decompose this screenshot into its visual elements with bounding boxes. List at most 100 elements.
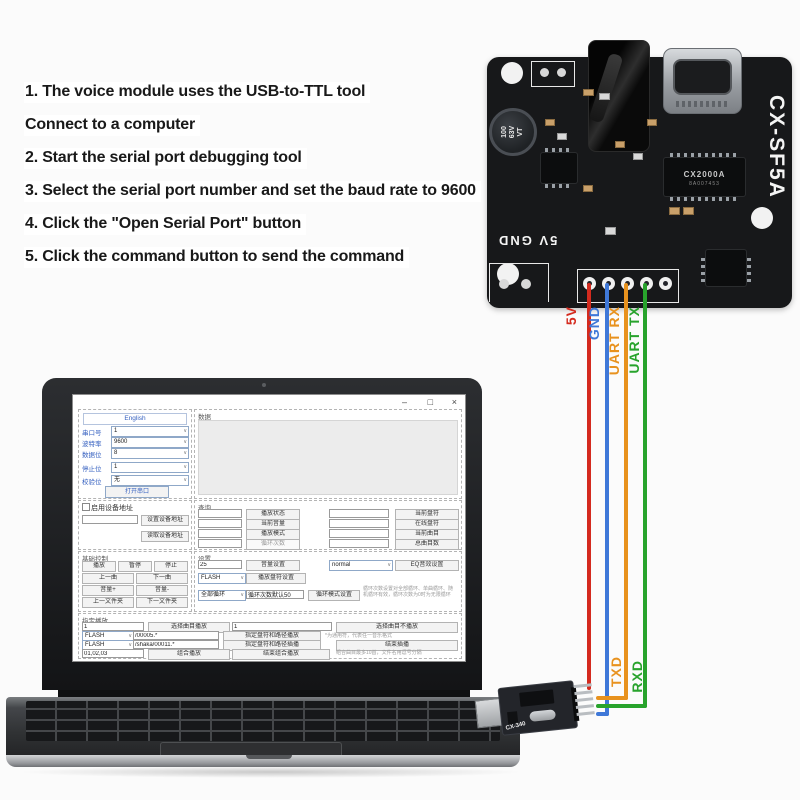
smd-component	[683, 207, 694, 215]
track-number-input-2[interactable]	[232, 622, 332, 631]
current-track-field[interactable]	[329, 529, 389, 538]
total-tracks-field[interactable]	[329, 539, 389, 548]
ch340-chip	[519, 689, 555, 707]
prev-folder-button[interactable]: 上一文件夹	[82, 597, 134, 608]
insert-path-input[interactable]	[133, 640, 219, 649]
loop-count-field[interactable]	[198, 539, 242, 548]
loop-hint-text: 循环次数设置对全部循环、单曲循环、随机循环有效，循环次数为0时为无限循环	[363, 586, 454, 599]
silkscreen-box	[531, 61, 575, 87]
eq-select[interactable]: normal∨	[329, 560, 393, 571]
smd-component	[583, 89, 594, 96]
drive-setting-button[interactable]: 播放盘符设置	[246, 573, 306, 584]
open-serial-port-button[interactable]: 打开串口	[105, 486, 169, 498]
next-track-button[interactable]: 下一曲	[136, 573, 188, 584]
laptop-shadow	[18, 766, 524, 778]
smd-component	[599, 93, 610, 100]
enable-device-address-label: 启用设备地址	[91, 505, 133, 512]
board-model-label: CX-SF5A	[765, 95, 788, 199]
serial-settings-panel: English 串口号 1∨ 波特率 9600∨ 数据位 8∨ 停止位	[78, 409, 192, 499]
volume-down-button[interactable]: 音量-	[136, 585, 188, 596]
mounting-hole	[751, 207, 773, 229]
query-loop-count-button[interactable]: 循环次数	[246, 539, 300, 550]
field-label-stopbits: 停止位	[82, 466, 102, 473]
pad-spare	[659, 277, 672, 290]
wire-uart-tx	[596, 704, 647, 708]
chevron-down-icon: ∨	[387, 562, 391, 568]
maximize-icon[interactable]: □	[427, 397, 433, 407]
stopbits-select[interactable]: 1∨	[111, 462, 189, 473]
query-panel: 查询 播放状态 当前音量 播放模式 循环次数 当前盘符 在线盘符 当前曲目 总曲…	[194, 500, 462, 550]
play-button[interactable]: 播放	[82, 561, 116, 572]
port-select[interactable]: 1∨	[111, 426, 189, 437]
capacitor-label: 100 63V VT	[501, 125, 524, 139]
wire-gnd	[605, 283, 609, 716]
smd-component	[669, 207, 680, 215]
chevron-down-icon: ∨	[240, 592, 244, 598]
device-address-input[interactable]	[82, 515, 138, 524]
instruction-step-1: 1. The voice module uses the USB-to-TTL …	[24, 82, 481, 103]
current-volume-field[interactable]	[198, 519, 242, 528]
small-hole	[540, 68, 549, 77]
close-icon[interactable]: ×	[451, 397, 457, 407]
prev-track-button[interactable]: 上一曲	[82, 573, 134, 584]
loop-mode-select[interactable]: 全部循环∨	[198, 590, 246, 601]
adapter-pin	[575, 697, 594, 703]
minimize-icon[interactable]: –	[401, 397, 407, 407]
current-drive-field[interactable]	[329, 509, 389, 518]
instruction-step-1b: Connect to a computer	[24, 115, 481, 136]
online-drive-field[interactable]	[329, 519, 389, 528]
adapter-body: CX-340	[497, 680, 580, 736]
volume-setting-input[interactable]	[198, 560, 242, 569]
end-combo-play-button[interactable]: 结束组合播放	[232, 649, 330, 660]
smd-component	[545, 119, 555, 126]
databits-select[interactable]: 8∨	[111, 448, 189, 459]
play-mode-field[interactable]	[198, 529, 242, 538]
amplifier-chip	[541, 148, 577, 188]
adapter-pin	[573, 683, 592, 689]
crystal-oscillator	[529, 709, 557, 722]
english-link[interactable]: English	[83, 413, 187, 425]
settings-panel: 设置 音量设置 normal∨ EQ音效设置 FLASH∨ 播放盘符设置 全部循…	[194, 551, 462, 612]
end-insert-button[interactable]: 结束插播	[336, 640, 458, 651]
chevron-down-icon: ∨	[183, 464, 187, 470]
parity-select[interactable]: 无∨	[111, 475, 189, 486]
read-device-address-button[interactable]: 读取设备地址	[141, 531, 189, 542]
eq-setting-button[interactable]: EQ音效设置	[395, 560, 459, 571]
query-total-tracks-button[interactable]: 总曲目数	[395, 539, 459, 550]
stop-button[interactable]: 停止	[154, 561, 188, 572]
set-device-address-button[interactable]: 设置设备地址	[141, 515, 189, 526]
play-status-field[interactable]	[198, 509, 242, 518]
volume-up-button[interactable]: 音量+	[82, 585, 134, 596]
flash-chip	[701, 250, 751, 286]
drive-select[interactable]: FLASH∨	[198, 573, 246, 584]
smd-component	[583, 185, 593, 192]
field-label-port: 串口号	[82, 430, 102, 437]
laptop-front-edge	[6, 755, 520, 767]
loop-mode-setting-button[interactable]: 循环模式设置	[308, 590, 360, 601]
label-uart-rx: UART RX	[606, 306, 622, 376]
wire-uart-rx	[624, 283, 628, 700]
volume-setting-button[interactable]: 音量设置	[246, 560, 300, 571]
instruction-step-5: 5. Click the command button to send the …	[24, 247, 481, 268]
loop-count-input[interactable]	[246, 590, 304, 599]
combo-tracks-input[interactable]	[82, 649, 144, 658]
select-track-noplay-button[interactable]: 选择曲目不播放	[336, 622, 458, 633]
baud-select[interactable]: 9600∨	[111, 437, 189, 448]
track-number-input[interactable]	[82, 622, 144, 631]
small-hole	[499, 279, 509, 289]
next-folder-button[interactable]: 下一文件夹	[136, 597, 188, 608]
smd-component	[557, 133, 567, 140]
label-gnd: GND	[586, 306, 602, 341]
field-label-parity: 校验位	[82, 479, 102, 486]
wire-gnd	[596, 712, 609, 716]
label-uart-tx: UART TX	[626, 306, 642, 374]
serial-tool-window: – □ × English 串口号 1∨ 波特率 9600∨ 数据位 8∨	[72, 394, 466, 662]
play-path-input[interactable]	[133, 631, 219, 640]
pause-button[interactable]: 暂停	[118, 561, 152, 572]
combo-play-button[interactable]: 组合播放	[148, 649, 230, 660]
field-label-databits: 数据位	[82, 452, 102, 459]
power-silkscreen-label: 5V GND	[497, 233, 558, 248]
enable-device-address-checkbox[interactable]	[82, 503, 90, 511]
data-display-area[interactable]	[198, 420, 458, 495]
